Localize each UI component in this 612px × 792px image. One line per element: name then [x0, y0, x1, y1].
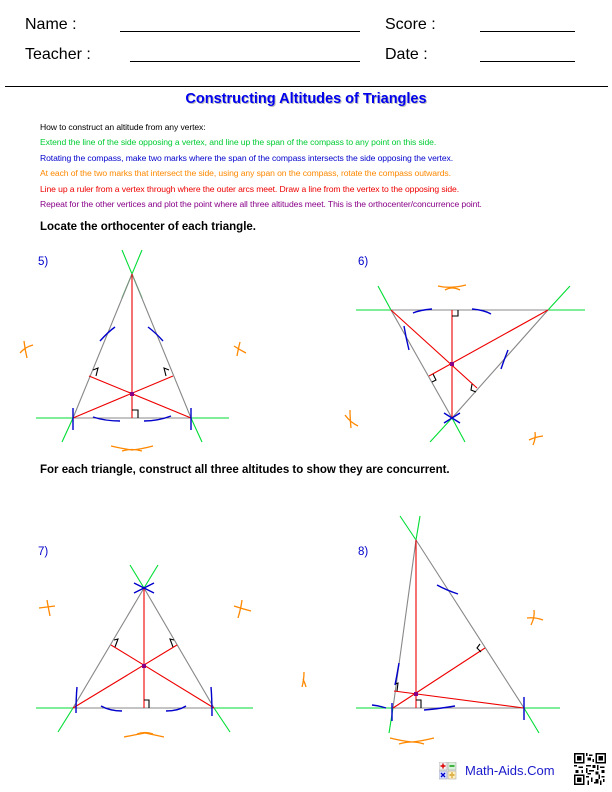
problem-number-8: 8) — [358, 546, 369, 558]
problem-number-5: 5) — [38, 256, 49, 268]
stray-orange-mark — [301, 671, 307, 688]
problem-number-6: 6) — [358, 256, 369, 268]
date-label: Date : — [385, 46, 428, 63]
instruction-step-3: At each of the two marks that intersect … — [40, 168, 451, 178]
section-heading-2: For each triangle, construct all three a… — [40, 464, 450, 476]
instruction-step-5: Repeat for the other vertices and plot t… — [40, 199, 482, 209]
triangle-6-diagram — [344, 284, 585, 446]
date-field[interactable] — [480, 61, 575, 62]
instruction-step-2: Rotating the compass, make two marks whe… — [40, 153, 453, 163]
triangle-7-diagram — [36, 564, 307, 738]
score-label: Score : — [385, 16, 436, 33]
triangle-5-diagram — [19, 249, 247, 452]
triangle-8-diagram — [356, 515, 560, 745]
problem-number-7: 7) — [38, 546, 49, 558]
teacher-field[interactable] — [130, 61, 360, 62]
qr-code-icon — [574, 753, 606, 785]
instruction-step-1: Extend the line of the side opposing a v… — [40, 137, 437, 147]
calculator-icon — [439, 762, 457, 780]
header-divider — [5, 86, 608, 87]
instruction-step-4: Line up a ruler from a vertex through wh… — [40, 184, 459, 194]
brand-link[interactable]: Math-Aids.Com — [465, 763, 555, 778]
teacher-label: Teacher : — [25, 46, 91, 63]
worksheet-title: Constructing Altitudes of Triangles — [185, 91, 427, 107]
name-field[interactable] — [120, 31, 360, 32]
score-field[interactable] — [480, 31, 575, 32]
name-label: Name : — [25, 16, 77, 33]
instructions-intro: How to construct an altitude from any ve… — [40, 122, 206, 132]
section-heading-1: Locate the orthocenter of each triangle. — [40, 221, 256, 233]
